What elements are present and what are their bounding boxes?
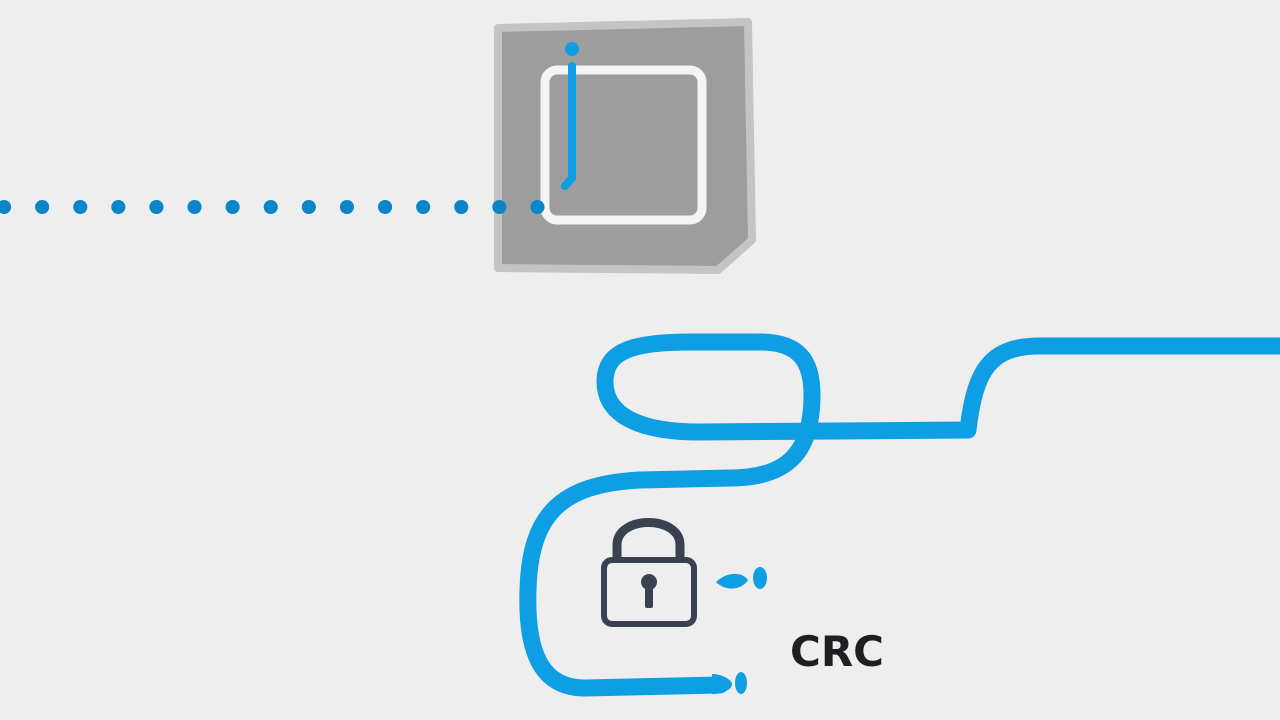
crc-label: CRC [790, 627, 884, 676]
chip-signal-line [561, 42, 579, 190]
padlock-shackle [612, 518, 685, 565]
signal-vertical-segment [561, 62, 576, 190]
droplet-body [716, 573, 748, 589]
signal-start-dot [565, 42, 579, 56]
looping-cable [519, 333, 1280, 697]
chip-icon [494, 18, 756, 274]
cable-end-dot [735, 672, 747, 694]
cable-end-drop [712, 674, 732, 694]
cable-end-marker [712, 672, 747, 694]
chip-body [494, 18, 756, 274]
chip-inner-square [540, 65, 707, 225]
arrow-droplet-icon [716, 567, 767, 589]
padlock-icon [601, 518, 697, 627]
droplet-dot [753, 567, 767, 589]
padlock-keyhole-slot [645, 584, 653, 608]
